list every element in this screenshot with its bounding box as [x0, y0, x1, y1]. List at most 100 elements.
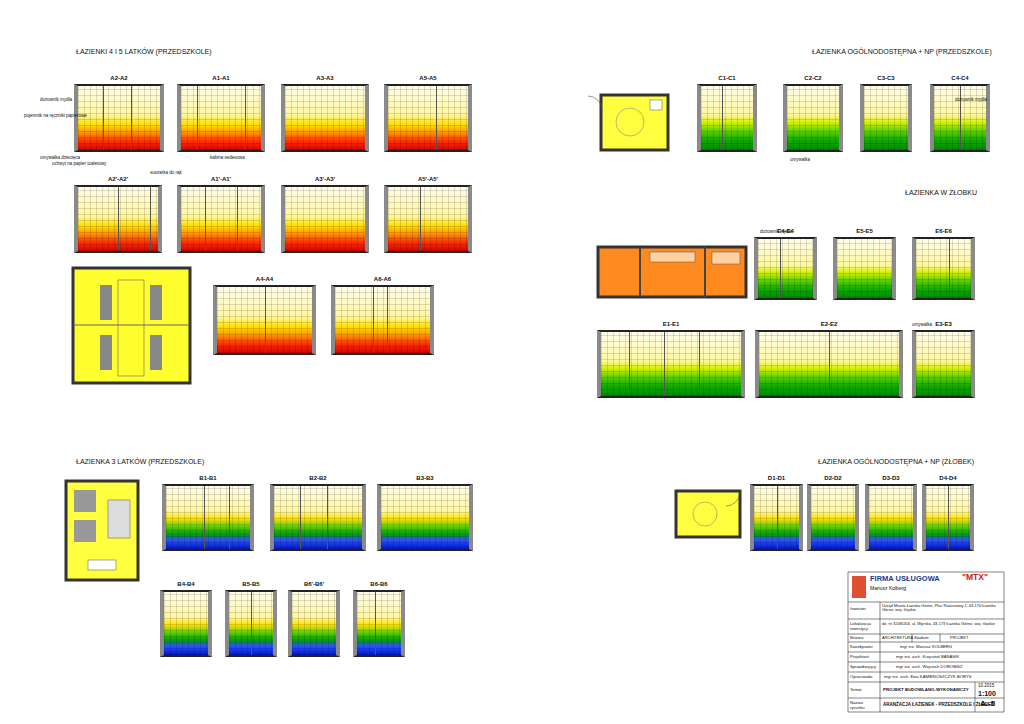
- partition-line: [373, 287, 374, 353]
- elevation-panel: A2-A2: [74, 84, 164, 152]
- field-value: mgr inż. arch. Wojciech DOROBISZ: [896, 665, 962, 670]
- elevation-panel: B1-B1: [162, 484, 254, 551]
- section-title: ŁAZIENKA OGÓLNODOSTĘPNA + NP (PRZEDSZKOL…: [812, 48, 992, 56]
- floor-plan: [676, 491, 740, 537]
- section-title: ŁAZIENKA 3 LATKÓW (PRZEDSZKOLE): [76, 458, 204, 466]
- elevation-panel: E6-E6: [912, 237, 975, 300]
- field-name: Inwestor: [850, 607, 866, 612]
- elevation-panel: E3-E3: [912, 330, 975, 398]
- field-value: PROJEKT BUDOWLANO-WYKONAWCZY: [883, 688, 969, 693]
- section-heading: E6-E6: [916, 228, 971, 234]
- elevation-panel: D4-D4: [922, 484, 974, 551]
- partition-line: [327, 486, 328, 549]
- section-heading: A2-A2: [78, 75, 160, 81]
- callout: pojemnik na ręczniki papierowe: [24, 114, 87, 119]
- elevation-panel: A5-A5: [384, 84, 472, 152]
- section-title: ŁAZIENKA OGÓLNODOSTĘPNA + NP (ŻŁOBEK): [818, 458, 974, 466]
- callout: uchwyt na papier toaletowy: [52, 162, 106, 167]
- section-heading: D4-D4: [926, 475, 970, 481]
- elevation-panel: D1-D1: [750, 484, 803, 551]
- elevation-panel: A3'-A3': [281, 185, 369, 253]
- section-heading: D3-D3: [869, 475, 913, 481]
- title-block: [848, 572, 1004, 712]
- section-heading: C4-C4: [934, 75, 986, 81]
- elevation-panel: B6-B6: [353, 590, 405, 657]
- field-value: ARCHITEKTURA: [882, 636, 913, 640]
- partition-line: [387, 287, 388, 353]
- elevation-panel: B5-B5: [225, 590, 277, 657]
- field-name: Stadium: [914, 636, 929, 640]
- floor-plan: [598, 247, 746, 297]
- partition-line: [150, 187, 151, 251]
- drawing-number: A.-5: [980, 700, 995, 709]
- date: 10.2015: [978, 684, 994, 689]
- partition-line: [960, 86, 961, 150]
- elevation-panel: E1-E1: [597, 330, 745, 398]
- field-value: Urząd Miasta Łaziska Górne, Plac Ratuszo…: [882, 604, 1002, 613]
- elevation-panel: B3-B3: [377, 484, 473, 551]
- callout: umywalka: [912, 323, 932, 328]
- section-heading: A4-A4: [217, 276, 312, 282]
- section-heading: E5-E5: [837, 228, 892, 234]
- field-name: Koordynator: [850, 645, 873, 650]
- field-name: Branża: [850, 636, 863, 641]
- elevation-panel: A1'-A1': [177, 185, 265, 253]
- section-heading: C3-C3: [864, 75, 908, 81]
- partition-line: [780, 239, 781, 298]
- partition-line: [131, 86, 132, 150]
- partition-line: [722, 86, 723, 150]
- partition-line: [205, 187, 206, 251]
- partition-line: [420, 187, 421, 251]
- section-heading: B1-B1: [166, 475, 250, 481]
- field-name: Sprawdzający: [850, 665, 876, 670]
- elevation-panel: C1-C1: [697, 84, 757, 152]
- partition-line: [300, 486, 301, 549]
- partition-line: [204, 486, 205, 549]
- elevation-panel: A1-A1: [177, 84, 265, 152]
- section-heading: B6-B6: [357, 581, 401, 587]
- section-heading: C1-C1: [701, 75, 753, 81]
- section-title: ŁAZIENKA W ŻŁOBKU: [905, 189, 977, 197]
- company-name: FIRMA USŁUGOWA: [870, 575, 940, 583]
- partition-line: [118, 187, 119, 251]
- elevation-panel: C2-C2: [783, 84, 843, 152]
- company-owner: Mariusz Kolberg: [870, 586, 906, 592]
- floor-plan: [588, 95, 668, 150]
- field-value: PROJEKT: [950, 636, 968, 640]
- elevation-panel: B6'-B6': [288, 590, 340, 657]
- callout: kabina sedesowa: [210, 156, 245, 161]
- section-heading: A5'-A5': [388, 176, 468, 182]
- section-heading: C2-C2: [787, 75, 839, 81]
- field-value: mgr inż. Mariusz KOLBERG: [900, 645, 952, 650]
- section-heading: A3'-A3': [285, 176, 365, 182]
- field-name: Temat: [850, 688, 861, 693]
- field-value: mgr inż. arch. Ewa KAMIENOSZCZYK-BORYS: [884, 675, 972, 680]
- partition-line: [436, 86, 437, 150]
- partition-line: [699, 332, 700, 396]
- elevation-panel: D3-D3: [865, 484, 917, 551]
- field-name: Nazwa rysunku: [850, 701, 878, 710]
- section-heading: B2-B2: [274, 475, 362, 481]
- elevation-panel: B2-B2: [270, 484, 366, 551]
- section-heading: A5-A5: [388, 75, 468, 81]
- field-name: Projektant: [850, 655, 869, 660]
- section-heading: D1-D1: [754, 475, 799, 481]
- partition-line: [948, 486, 949, 549]
- scale: 1:100: [978, 690, 996, 698]
- section-heading: B6'-B6': [292, 581, 336, 587]
- elevation-panel: D2-D2: [807, 484, 859, 551]
- partition-line: [949, 239, 950, 298]
- partition-line: [829, 332, 830, 396]
- section-heading: E1-E1: [601, 321, 741, 327]
- section-heading: A6-A6: [335, 276, 430, 282]
- drawing-name: ARANŻACJA ŁAZIENEK - PRZEDSZKOLE I ŻŁOBE…: [883, 703, 994, 708]
- callout: dozownik mydła: [40, 98, 72, 103]
- elevation-panel: A4-A4: [213, 285, 316, 355]
- partition-line: [375, 592, 376, 655]
- company-mark: "MTX": [962, 573, 988, 582]
- callout: umywalka dziecięca: [40, 156, 80, 161]
- partition-line: [245, 86, 246, 150]
- partition-line: [251, 592, 252, 655]
- field-value: dz. nr 3248/204, ul. Wyrska, 43-173 Łazi…: [882, 622, 1002, 626]
